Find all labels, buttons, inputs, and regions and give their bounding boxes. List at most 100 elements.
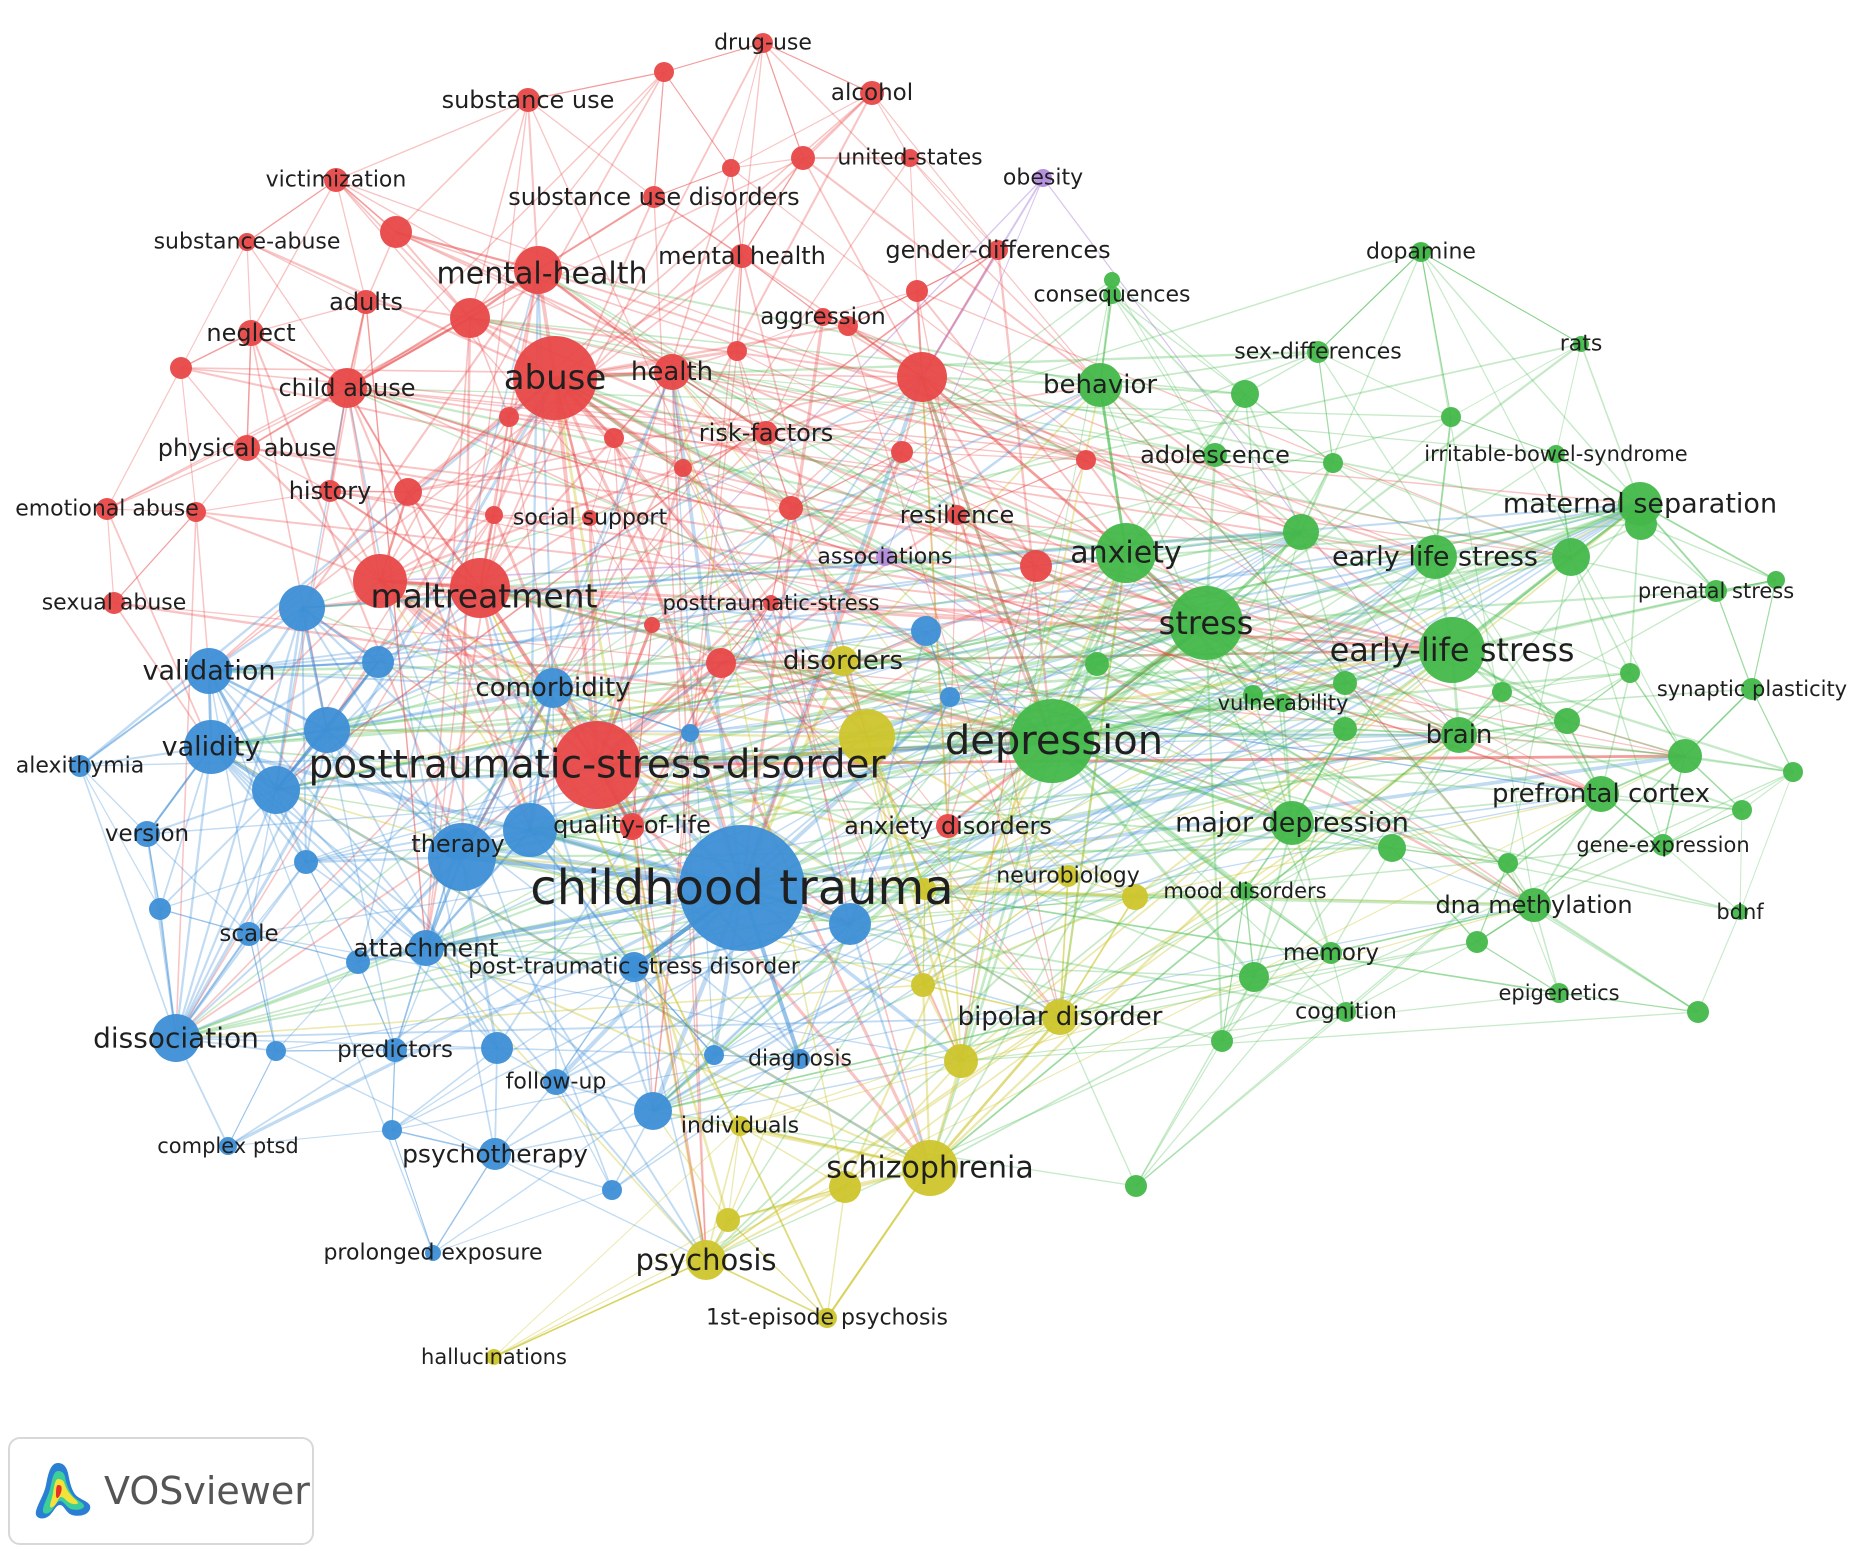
network-edge [301, 523, 1642, 609]
node-complex-ptsd [219, 1137, 237, 1155]
network-edge [1391, 847, 1509, 864]
network-edge [407, 384, 1101, 493]
network-node [485, 506, 503, 524]
network-edge [1662, 809, 1743, 846]
network-edge [301, 607, 707, 1261]
network-edge [802, 157, 1453, 651]
label-gene-expression: gene-expression [1576, 833, 1749, 857]
vosviewer-logo: VOSviewer [8, 1437, 314, 1545]
network-edge [175, 294, 1113, 1039]
network-edge [346, 269, 539, 389]
label-risk-factors: risk-factors [699, 419, 833, 447]
network-edge [705, 1125, 741, 1261]
label-associations: associations [817, 545, 952, 570]
network-edge [713, 1054, 801, 1060]
node-memory [1320, 942, 1342, 964]
network-edge [741, 255, 824, 318]
node-consequences [1103, 286, 1121, 304]
network-node [1378, 834, 1406, 862]
node-gene-expression [1652, 834, 1674, 856]
node-united-states [901, 149, 919, 167]
network-edge [537, 269, 673, 373]
network-edge [916, 290, 1572, 558]
network-edge [929, 1016, 1061, 1169]
network-edge [175, 1037, 715, 1056]
network-edge [1345, 793, 1602, 1013]
network-edge [391, 1047, 498, 1131]
node-aggression [814, 308, 832, 326]
network-edge [301, 607, 307, 863]
network-node [1239, 962, 1269, 992]
network-edge [246, 241, 348, 389]
network-edge [395, 231, 1127, 554]
network-edge [1344, 728, 1460, 736]
node-disorders [828, 646, 858, 676]
network-edge [461, 621, 1207, 859]
network-node [704, 1045, 724, 1065]
network-edge [1099, 384, 1246, 395]
network-edge [1639, 503, 1777, 581]
network-edge [653, 167, 732, 198]
node-gender-differences [988, 240, 1008, 260]
network-edge [432, 1189, 613, 1254]
network-node [829, 1171, 861, 1203]
network-edge [210, 745, 743, 890]
network-edge [916, 249, 999, 292]
network-edge [113, 511, 197, 604]
network-edge [589, 517, 653, 626]
network-edge [921, 376, 949, 827]
network-edge [633, 966, 654, 1112]
network-node [791, 146, 815, 170]
label-neurobiology: neurobiology [996, 864, 1140, 889]
network-edge [527, 99, 655, 198]
network-node [1620, 663, 1640, 683]
label-substance-use: substance use [442, 86, 615, 114]
network-edge [210, 745, 931, 1170]
network-edge [866, 648, 1453, 739]
network-edge [180, 367, 248, 449]
network-edge [1344, 682, 1460, 736]
network-edge [790, 451, 903, 509]
network-edge [705, 1259, 828, 1319]
network-edge [1317, 251, 1422, 353]
network-edge [1697, 911, 1741, 1013]
network-edge [652, 648, 1453, 1113]
network-edge [653, 71, 665, 198]
network-edge [1558, 992, 1699, 1013]
network-edge [596, 513, 958, 767]
network-edge [1111, 294, 1246, 395]
network-edge [671, 371, 1347, 1013]
network-edge [275, 502, 1641, 792]
network-edge [631, 602, 772, 829]
network-edge [275, 660, 844, 791]
network-edge [395, 231, 1460, 736]
network-node [1466, 931, 1488, 953]
label-mood-disorders: mood disorders [1163, 879, 1326, 903]
network-edge [844, 1060, 962, 1188]
label-synaptic-plasticity: synaptic plasticity [1657, 677, 1847, 701]
network-edge [799, 556, 1436, 1060]
network-edge [1252, 531, 1302, 696]
network-node [1333, 717, 1357, 741]
network-edge [175, 511, 197, 1039]
network-edge [461, 555, 1436, 859]
node-early-life-stress [1413, 535, 1457, 579]
network-edge [210, 586, 481, 749]
network-edge [909, 157, 999, 251]
network-edge [425, 947, 707, 1261]
network-edge [479, 343, 1582, 589]
network-node [911, 616, 941, 646]
network-edge [842, 384, 1101, 662]
label-predictors: predictors [337, 1037, 453, 1063]
network-edge [275, 249, 999, 791]
network-edge [407, 491, 531, 831]
network-edge [613, 437, 684, 469]
network-edge [479, 586, 1602, 796]
network-node [1125, 1175, 1147, 1197]
network-edge [1345, 941, 1478, 1013]
network-edge [250, 332, 1293, 824]
network-edge [713, 822, 1293, 1056]
node-associations [876, 548, 894, 566]
label-version: version [105, 821, 189, 847]
